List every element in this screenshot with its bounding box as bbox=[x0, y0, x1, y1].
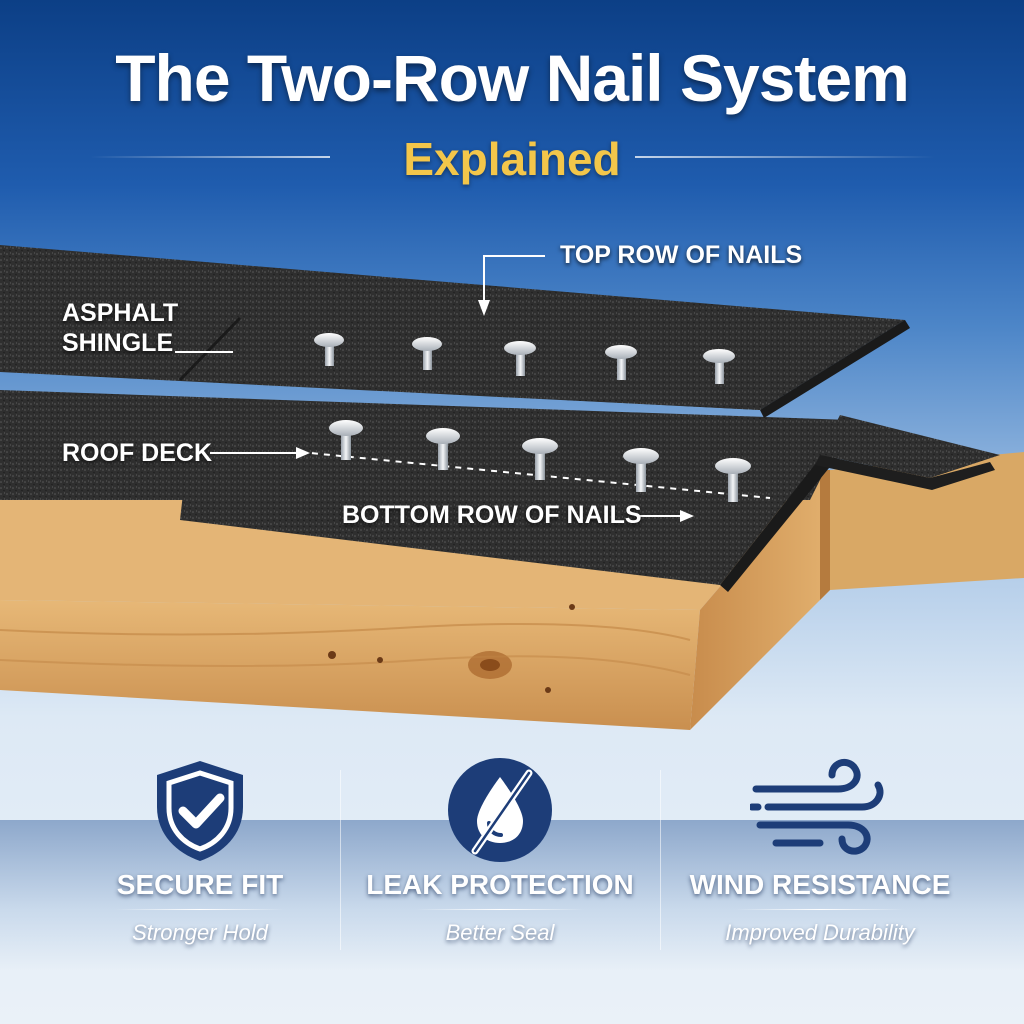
label-top-row-nails: TOP ROW OF NAILS bbox=[560, 241, 803, 269]
feature-divider bbox=[660, 770, 661, 950]
water-drop-crossed-icon bbox=[448, 758, 552, 862]
nail bbox=[329, 420, 363, 460]
label-asphalt-shingle-line1: ASPHALT bbox=[62, 299, 179, 327]
feature-subtitle: Better Seal bbox=[445, 920, 555, 945]
nail bbox=[605, 345, 637, 380]
stacked-shingles-right bbox=[815, 415, 1000, 490]
wind-icon bbox=[750, 758, 884, 855]
nail bbox=[412, 337, 442, 370]
label-asphalt-shingle-line2: SHINGLE bbox=[62, 329, 174, 357]
feature-title: WIND RESISTANCE bbox=[689, 869, 951, 900]
feature-wind-resistance: WIND RESISTANCE Improved Durability bbox=[660, 755, 980, 946]
feature-leak-protection: LEAK PROTECTION Better Seal bbox=[340, 755, 660, 946]
feature-subtitle: Stronger Hold bbox=[132, 920, 268, 945]
subtitle-row: Explained bbox=[0, 132, 1024, 185]
feature-separator bbox=[735, 909, 905, 910]
feature-title: SECURE FIT bbox=[116, 869, 284, 900]
feature-separator bbox=[415, 909, 585, 910]
callout-roof-deck bbox=[210, 447, 310, 459]
label-roof-deck: ROOF DECK bbox=[62, 439, 212, 467]
feature-divider bbox=[340, 770, 341, 950]
nail bbox=[314, 333, 344, 366]
feature-secure-fit: SECURE FIT Stronger Hold bbox=[40, 755, 360, 946]
top-row-nails bbox=[314, 333, 735, 384]
nail bbox=[522, 438, 558, 480]
nail bbox=[504, 341, 536, 376]
subtitle-rule-left bbox=[90, 156, 330, 158]
feature-subtitle: Improved Durability bbox=[725, 920, 915, 945]
title-block: The Two-Row Nail System bbox=[0, 40, 1024, 116]
label-bottom-row-nails: BOTTOM ROW OF NAILS bbox=[342, 501, 642, 529]
label-asphalt-shingle: ASPHALT SHINGLE bbox=[62, 298, 178, 358]
page-subtitle: Explained bbox=[403, 133, 621, 185]
nail bbox=[426, 428, 460, 470]
upper-shingle-course bbox=[0, 245, 910, 418]
callout-bottom-row bbox=[640, 510, 694, 522]
nail bbox=[623, 448, 659, 492]
shield-check-icon bbox=[157, 761, 243, 861]
nail bbox=[703, 349, 735, 384]
lower-shingle-course bbox=[0, 390, 860, 592]
nail bbox=[715, 458, 751, 502]
page-title: The Two-Row Nail System bbox=[115, 41, 910, 115]
bottom-row-nails bbox=[329, 420, 751, 502]
callout-top-row bbox=[478, 255, 545, 316]
feature-separator bbox=[115, 909, 285, 910]
subtitle-rule-right bbox=[635, 156, 935, 158]
feature-title: LEAK PROTECTION bbox=[366, 869, 634, 900]
